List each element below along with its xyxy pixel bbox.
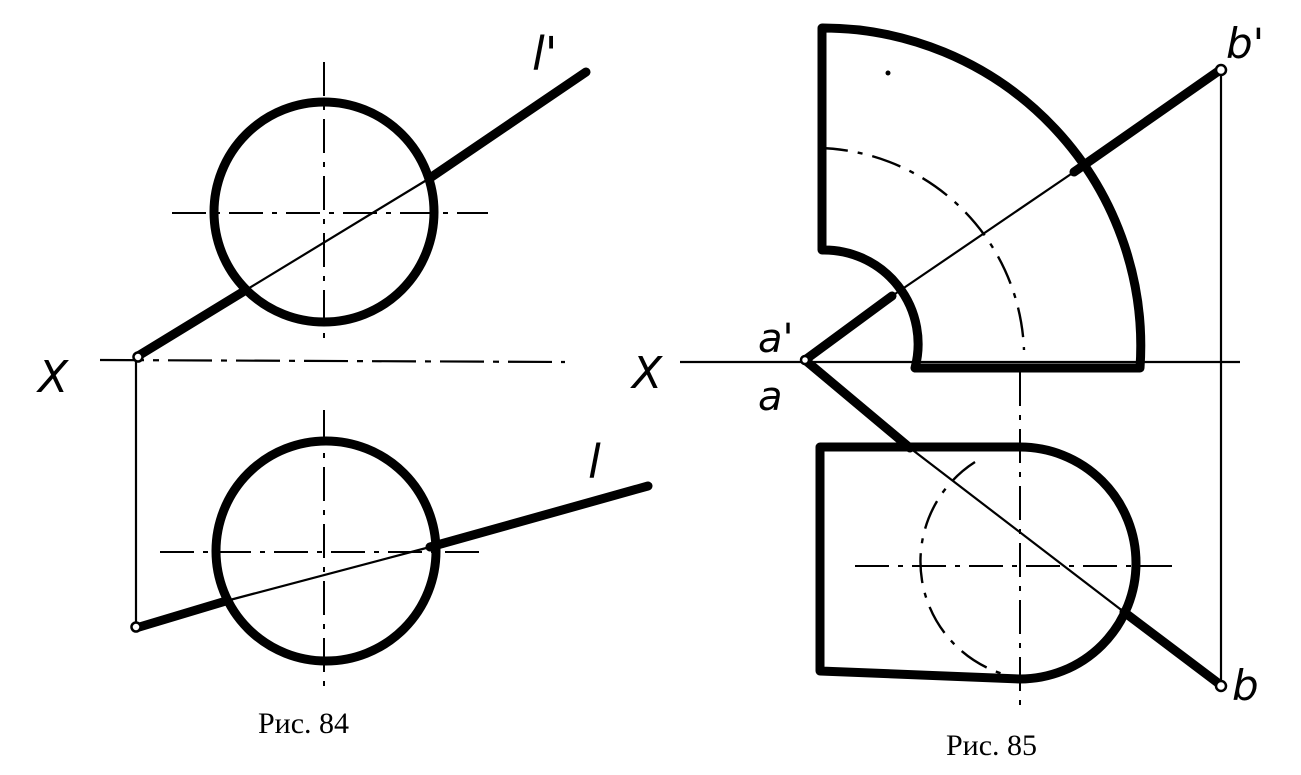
fig84-line-l-front-label: l' <box>532 27 557 81</box>
figure-85: X a' a b' b Рис. 85 <box>630 19 1264 762</box>
fig85-line-ab-front-lower <box>800 291 897 365</box>
fig84-line-l-front-lower <box>133 285 251 361</box>
fig85-caption: Рис. 85 <box>946 729 1037 762</box>
fig85-point-a <box>799 354 811 366</box>
fig84-line-l-top-label: l <box>588 435 601 489</box>
fig84-line-l-top-lower <box>131 596 231 633</box>
fig85-point-b-front <box>1214 63 1228 77</box>
fig84-line-l-front-inside <box>245 177 431 291</box>
fig85-line-ab-top-inside <box>909 447 1125 613</box>
fig84-top-circle <box>211 436 441 666</box>
fig85-top-outline <box>815 442 1141 684</box>
fig85-label-a-top: a <box>758 374 783 420</box>
fig84-front-circle <box>209 97 439 327</box>
fig85-front-center-dot <box>885 70 891 76</box>
fig85-label-b-top: b <box>1232 661 1259 710</box>
fig85-axis-label: X <box>630 348 663 399</box>
fig85-label-b-front: b' <box>1226 19 1264 68</box>
fig85-line-ab-top-lower <box>800 355 915 453</box>
fig85-point-b-top <box>1214 679 1228 693</box>
fig84-point-front <box>132 351 144 363</box>
fig84-caption: Рис. 84 <box>258 707 349 740</box>
fig85-line-ab-front-inside <box>891 171 1075 297</box>
fig84-axis-label: X <box>36 352 69 403</box>
fig85-line-ab-front-upper <box>1069 65 1225 177</box>
fig85-top-hidden-arc <box>919 460 1011 678</box>
fig84-point-top <box>130 621 142 633</box>
fig85-line-ab-top-upper <box>1119 607 1227 691</box>
figure-84: X l' l Рис. 84 <box>36 27 653 740</box>
fig84-line-l-top-upper <box>425 481 653 552</box>
fig84-line-l-top-inside <box>225 545 431 603</box>
fig85-label-a-front: a' <box>758 316 794 362</box>
fig84-x-axis <box>99 358 566 364</box>
fig85-front-sector-outline <box>817 23 1146 373</box>
fig84-line-l-front-upper <box>425 67 591 183</box>
